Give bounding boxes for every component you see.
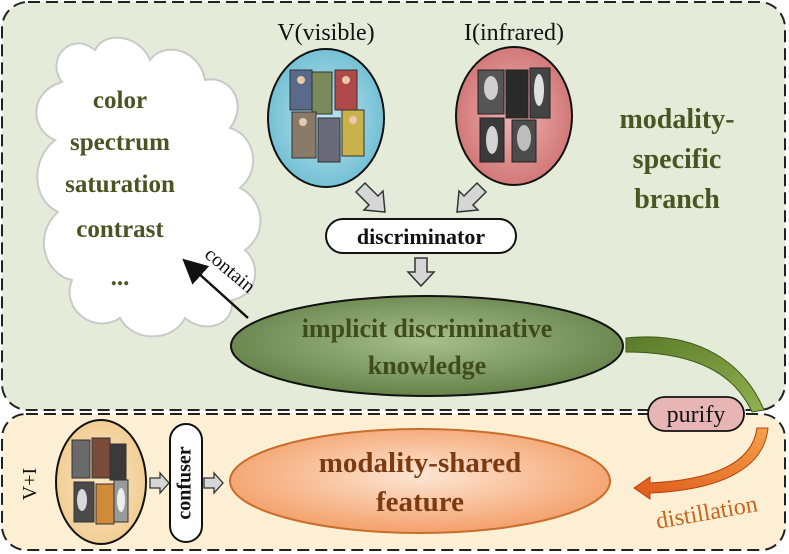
knowledge-label-line1: implicit discriminative (302, 314, 553, 343)
attribute-color: color (93, 87, 147, 114)
discriminator-module: discriminator (325, 218, 517, 254)
confuser-to-feature-arrow (203, 471, 224, 495)
discriminator-label: discriminator (357, 224, 486, 249)
distillation-curve-arrow (633, 427, 769, 500)
attribute-saturation: saturation (65, 171, 175, 198)
shared-feature-line2: feature (376, 486, 464, 518)
purify-curve-arrow (625, 336, 765, 413)
visible-to-discriminator-arrow (354, 181, 386, 213)
attribute-contrast: contrast (76, 216, 164, 243)
branch-label-line2: specific (633, 144, 722, 175)
infrared-title: I(infrared) (464, 20, 564, 46)
contain-arrow (182, 258, 249, 319)
branch-label-line1: modality- (619, 104, 734, 135)
purify-module: purify (647, 396, 745, 432)
purify-label: purify (667, 402, 726, 428)
visible-images-oval (267, 48, 385, 188)
infrared-images-oval (455, 46, 573, 186)
shared-feature-oval: modality-shared feature (229, 428, 611, 534)
confuser-module: confuser (169, 423, 203, 543)
knowledge-oval: implicit discriminative knowledge (230, 295, 624, 397)
infrared-to-discriminator-arrow (456, 181, 488, 213)
images-to-confuser-arrow (149, 471, 170, 495)
discriminator-to-knowledge-arrow (406, 257, 436, 288)
mixed-images-oval (55, 419, 147, 545)
branch-label-line3: branch (634, 184, 720, 215)
attribute-ellipsis: ... (111, 264, 130, 291)
shared-feature-line1: modality-shared (319, 447, 521, 479)
confuser-label: confuser (174, 446, 196, 519)
attribute-spectrum: spectrum (70, 129, 170, 156)
vi-label: V+I (19, 468, 41, 500)
visible-title: V(visible) (277, 20, 374, 46)
knowledge-label-line2: knowledge (368, 351, 486, 380)
